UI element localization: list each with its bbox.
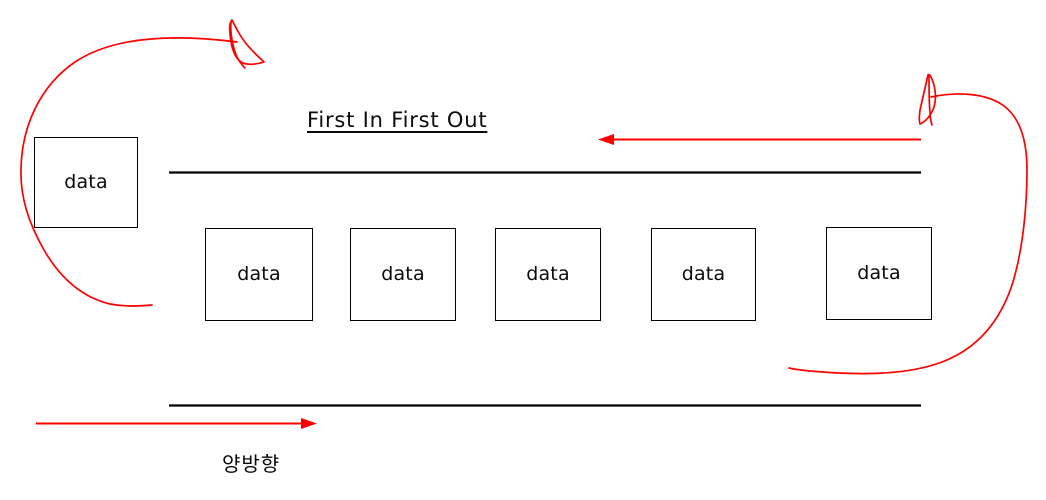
dequeue-arrow-left — [598, 134, 921, 145]
left-recirculation-curve — [20, 19, 265, 307]
external-data-box-label: data — [64, 171, 108, 193]
queue-box-1: data — [205, 228, 313, 321]
queue-box-2: data — [350, 228, 456, 321]
queue-box-4: data — [651, 228, 756, 321]
queue-box-2-label: data — [381, 263, 425, 285]
page-title: First In First Out — [307, 108, 488, 132]
queue-box-5-label: data — [857, 262, 901, 284]
queue-box-4-label: data — [681, 263, 726, 285]
external-data-box: data — [34, 137, 138, 228]
bidirectional-label: 양방향 — [222, 452, 281, 476]
queue-box-3: data — [495, 228, 601, 321]
queue-box-1-label: data — [237, 263, 281, 285]
right-recirculation-curve — [788, 73, 1028, 375]
queue-box-3-label: data — [526, 263, 570, 285]
queue-box-5: data — [826, 227, 932, 320]
enqueue-arrow-right — [36, 418, 317, 429]
